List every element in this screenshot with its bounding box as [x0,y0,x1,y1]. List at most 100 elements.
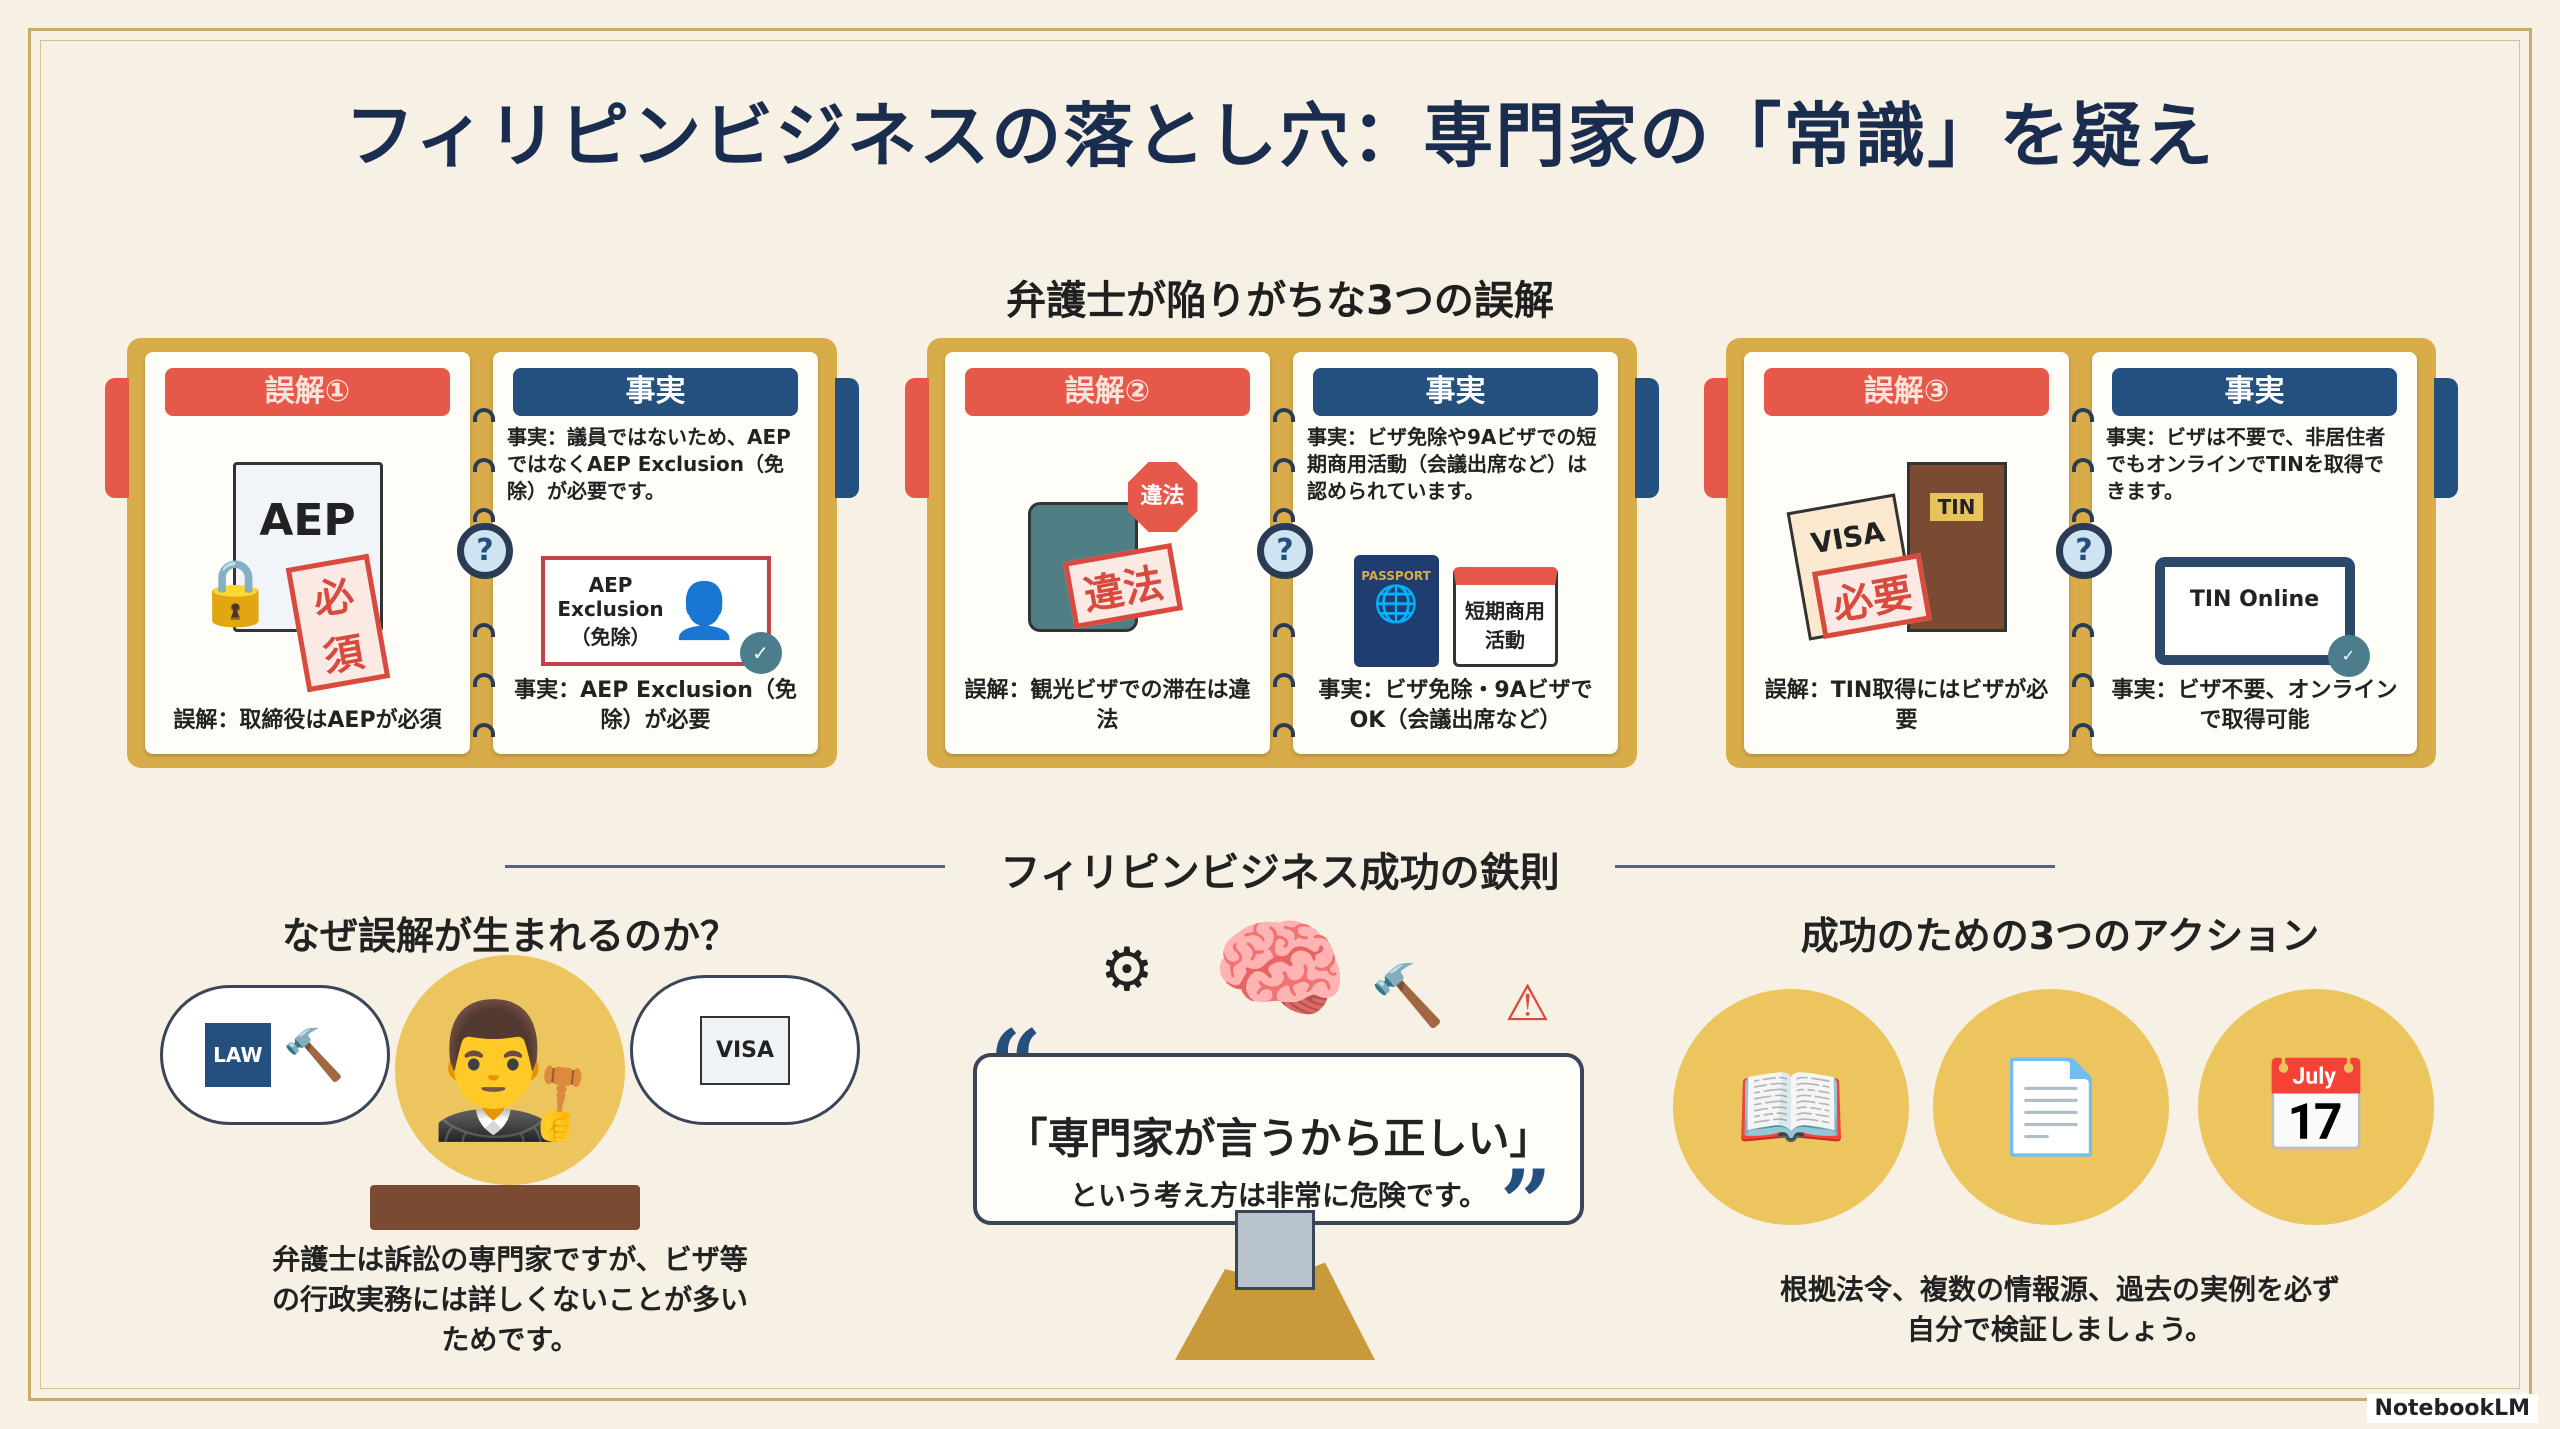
red-tab [905,378,929,498]
tin-online-screen: TIN Online [2164,567,2345,655]
page-title: フィリピンビジネスの落とし穴：専門家の「常識」を疑え [344,95,2216,177]
binder-ring [2072,723,2094,737]
myth-caption: 誤解：観光ビザでの滞在は違法 [964,678,1251,733]
quote-box: 「専門家が言うから正しい」 という考え方は非常に危険です。 [973,1053,1584,1225]
myth-page: 誤解① AEP 必須🔒 誤解：取締役はAEPが必須 [145,352,470,754]
binder-ring [2072,408,2094,422]
inner-frame [40,40,2520,1389]
door-icon: TIN [1906,462,2007,632]
check-icon: ✓ [2327,635,2370,677]
myth-label: 誤解② [965,368,1250,416]
binder-ring [2072,623,2094,637]
blue-tab [2434,378,2458,498]
fact-caption: 事実：AEP Exclusion（免除）が必要 [514,678,797,733]
red-tab [105,378,129,498]
aep-exclusion-book-icon: AEP Exclusion（免除）👤✓ [540,556,782,674]
documents-icon: 📄 [1933,989,2169,1225]
notebooklm-brand: NotebookLM [2366,1394,2538,1423]
binder-ring [473,508,495,522]
aep-document-icon: AEP 必須🔒 [196,462,390,693]
actions-heading: 成功のための3つのアクション [1800,914,2320,958]
visa-thought-bubble: VISA [630,975,860,1125]
myth-illustration: AEP 必須🔒 [196,462,418,693]
fact-page: 事実 事実：議員ではないため、AEPではなくAEP Exclusion（免除）が… [493,352,818,754]
required-stamp: 必須 [285,553,390,693]
myth-caption: 誤解：取締役はAEPが必須 [173,708,442,733]
fact-caption: 事実：ビザ免除・9AビザでOK（会議出席など） [1318,678,1593,733]
tin-door-label: TIN [1929,493,1984,521]
fact-text: 事実：ビザは不要で、非居住者でもオンラインでTINを取得できます。 [2106,425,2386,503]
myth-illustration: 違法違法 [998,462,1218,632]
calendar-icon: 短期商用活動 [1452,567,1558,667]
binder-ring [2072,458,2094,472]
magnifier-question-icon: ? [1257,523,1313,579]
divider-left [505,865,945,868]
why-heading: なぜ誤解が生まれるのか？ [281,914,738,958]
magnifier-question-icon: ? [457,523,513,579]
binder-ring [2072,508,2094,522]
quote-main: 「専門家が言うから正しい」 [1005,1114,1552,1163]
divider-right [1615,865,2055,868]
fact-label: 事実 [1313,368,1598,416]
binder-ring [473,723,495,737]
binder-ring [1273,723,1295,737]
building-icon [1235,1210,1315,1290]
aep-label: AEP [259,495,356,546]
calendar-icon: 📅 [2198,989,2434,1225]
binder-ring [1273,508,1295,522]
judge-bench [370,1185,640,1230]
open-book-icon: 📖 [1673,989,1909,1225]
fact-caption: 事実：ビザ不要、オンラインで取得可能 [2111,678,2398,733]
passport-icon: PASSPORT🌐 [1353,555,1439,667]
myth-page: 誤解② 違法違法 誤解：観光ビザでの滞在は違法 [945,352,1270,754]
fact-illustration: TIN Online✓ [2130,552,2380,677]
binder-ring [1273,408,1295,422]
fact-illustration: PASSPORT🌐短期商用活動 [1331,552,1581,670]
suitcase-icon: 違法違法 [1008,462,1208,632]
open-quote-icon: “ [990,1010,1042,1116]
fact-text: 事実：議員ではないため、AEPではなくAEP Exclusion（免除）が必要で… [507,425,791,503]
quote-sub: という考え方は非常に危険です。 [1069,1179,1488,1212]
visa-document-icon: VISA [699,1015,791,1085]
book-label: AEP Exclusion（免除） [557,572,664,649]
red-tab [1704,378,1728,498]
binder-ring [1273,673,1295,687]
why-text: 弁護士は訴訟の専門家ですが、ビザ等の行政実務には詳しくないことが多いためです。 [271,1243,748,1356]
binder-ring [473,408,495,422]
gavel-icon: 🔨 [1370,961,1445,1031]
myth-label: 誤解① [165,368,450,416]
fact-label: 事実 [513,368,798,416]
close-quote-icon: ” [1500,1150,1552,1256]
binder-ring [2072,673,2094,687]
gear-icon: ⚙ [1100,935,1154,1005]
fact-page: 事実 事実：ビザ免除や9Aビザでの短期商用活動（会議出席など）は認められています… [1293,352,1618,754]
fact-text: 事実：ビザ免除や9Aビザでの短期商用活動（会議出席など）は認められています。 [1307,425,1597,503]
lock-icon: 🔒 [195,556,276,630]
section-title: フィリピンビジネス成功の鉄則 [1000,850,1560,896]
lawyer-illustration: 👨‍⚖️ [395,955,625,1185]
brain-icon: 🧠 [1211,905,1349,1033]
actions-text: 根拠法令、複数の情報源、過去の実例を必ず自分で検証しましょう。 [1780,1273,2341,1346]
blue-tab [1635,378,1659,498]
law-book-icon: LAW [205,1023,271,1087]
myth-card-2: 誤解② 違法違法 誤解：観光ビザでの滞在は違法 事実 事実：ビザ免除や9Aビザで… [905,338,1659,768]
binder-ring [473,458,495,472]
fact-page: 事実 事実：ビザは不要で、非居住者でもオンラインでTINを取得できます。 TIN… [2092,352,2417,754]
myth-label: 誤解③ [1764,368,2049,416]
person-icon: 👤 [670,579,738,642]
law-thought-bubble: LAW🔨 [160,985,390,1125]
check-icon: ✓ [739,632,782,674]
binder-ring [473,623,495,637]
fact-label: 事実 [2112,368,2397,416]
stop-sign-icon: 違法 [1127,462,1198,532]
myth-caption: 誤解：TIN取得にはビザが必要 [1764,678,2049,733]
binder-ring [1273,623,1295,637]
tablet-icon: TIN Online✓ [2154,557,2370,677]
magnifier-question-icon: ? [2056,523,2112,579]
blue-tab [835,378,859,498]
passport-calendar-illustration: PASSPORT🌐短期商用活動 [1353,555,1558,667]
